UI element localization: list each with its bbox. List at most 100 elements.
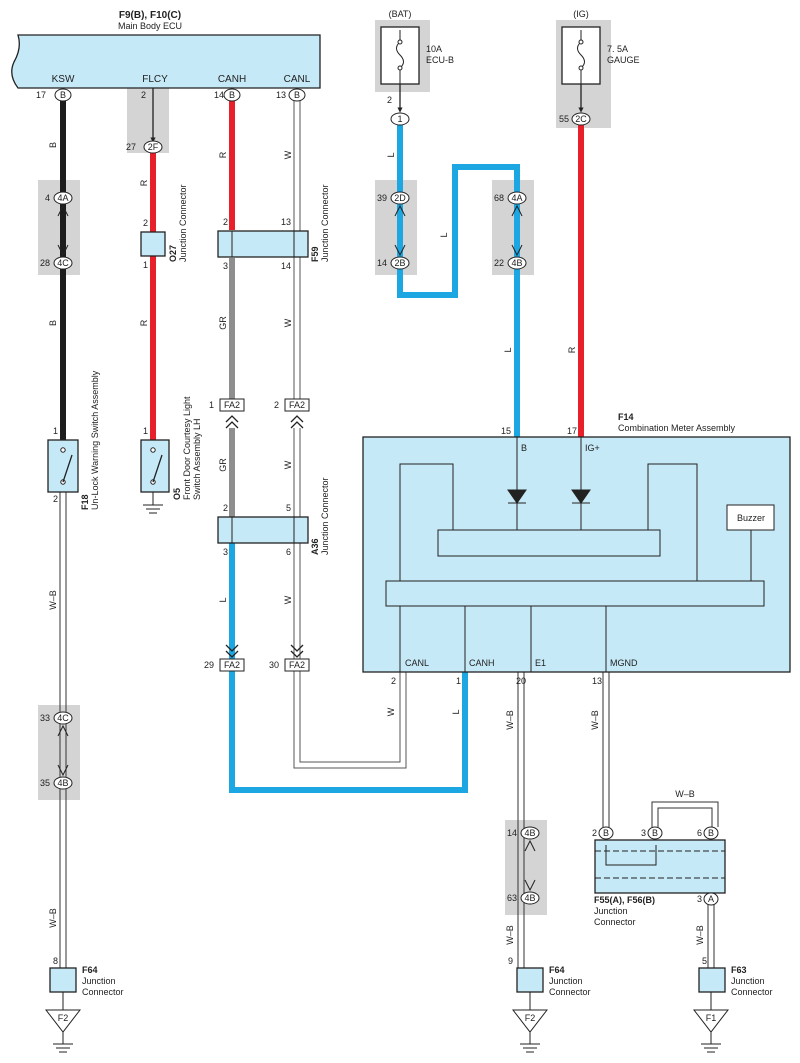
svg-text:4B: 4B	[511, 258, 522, 268]
svg-text:28: 28	[40, 258, 50, 268]
svg-text:W: W	[283, 318, 293, 327]
svg-text:17: 17	[36, 90, 46, 100]
ecu-name: Main Body ECU	[118, 21, 182, 31]
svg-text:2: 2	[391, 676, 396, 686]
svg-text:W: W	[386, 707, 396, 716]
connector-wb-4c-4b: 4C 33 4B 35	[40, 711, 73, 790]
svg-text:B: B	[229, 90, 235, 100]
svg-text:13: 13	[276, 90, 286, 100]
svg-text:30: 30	[269, 660, 279, 670]
svg-text:15: 15	[501, 426, 511, 436]
svg-text:6: 6	[286, 547, 291, 557]
svg-text:L: L	[386, 152, 396, 157]
svg-text:68: 68	[494, 193, 504, 203]
svg-text:W–B: W–B	[675, 789, 695, 799]
svg-text:3: 3	[697, 894, 702, 904]
svg-text:R: R	[218, 151, 228, 158]
svg-text:2: 2	[141, 90, 146, 100]
svg-text:FA2: FA2	[289, 660, 305, 670]
svg-text:Junction: Junction	[731, 976, 765, 986]
connector-ksw-4a-4c: 4A 4 4C 28	[40, 191, 73, 270]
svg-text:4: 4	[45, 193, 50, 203]
svg-text:4B: 4B	[524, 893, 535, 903]
svg-text:W–B: W–B	[695, 925, 705, 945]
svg-text:B: B	[60, 90, 66, 100]
svg-text:2: 2	[223, 503, 228, 513]
svg-text:CANL: CANL	[405, 658, 429, 668]
svg-text:3: 3	[223, 547, 228, 557]
svg-text:10A: 10A	[426, 44, 442, 54]
svg-text:2: 2	[592, 828, 597, 838]
svg-text:55: 55	[559, 114, 569, 124]
svg-text:Front Door Courtesy Light: Front Door Courtesy Light	[182, 396, 192, 500]
svg-text:F2: F2	[525, 1013, 536, 1023]
junction-f59: 2 13 3 14 F59 Junction Connector	[217, 184, 330, 271]
svg-text:F18: F18	[80, 494, 90, 510]
svg-text:L: L	[218, 597, 228, 602]
svg-text:5: 5	[286, 503, 291, 513]
svg-text:W–B: W–B	[48, 908, 58, 928]
svg-text:CANH: CANH	[469, 658, 495, 668]
wire-bat-blue	[397, 125, 520, 437]
svg-text:A: A	[708, 894, 714, 904]
fuse-ecu-b: (BAT) 10A ECU-B 2 1	[380, 9, 454, 126]
svg-text:F55(A), F56(B): F55(A), F56(B)	[594, 895, 655, 905]
svg-text:GR: GR	[218, 316, 228, 330]
junction-a36: 2 5 3 6 A36 Junction Connector	[217, 477, 330, 557]
svg-text:2: 2	[387, 95, 392, 105]
svg-text:3: 3	[641, 828, 646, 838]
svg-text:F63: F63	[731, 965, 747, 975]
svg-text:B: B	[294, 90, 300, 100]
svg-text:F14: F14	[618, 412, 634, 422]
svg-text:Junction Connector: Junction Connector	[320, 477, 330, 555]
svg-text:B: B	[48, 142, 58, 148]
svg-text:2B: 2B	[394, 258, 405, 268]
svg-text:17: 17	[567, 426, 577, 436]
svg-text:FA2: FA2	[224, 400, 240, 410]
svg-text:Connector: Connector	[594, 917, 636, 927]
ecu-pin-label-canl: CANL	[284, 74, 311, 85]
svg-text:W–B: W–B	[505, 710, 515, 730]
svg-text:Connector: Connector	[82, 987, 124, 997]
svg-text:Junction: Junction	[82, 976, 116, 986]
ecu-pin-label-flcy: FLCY	[142, 74, 168, 85]
connector-l-4a-4b: 4A 68 4B 22	[494, 191, 527, 270]
svg-text:2: 2	[53, 494, 58, 504]
junction-f64-left: 8 F64 Junction Connector F2	[44, 956, 124, 1053]
svg-text:1: 1	[456, 676, 461, 686]
svg-text:4C: 4C	[57, 258, 69, 268]
junction-f64-mid: 9 F64 Junction Connector F2	[508, 956, 591, 1053]
svg-text:A36: A36	[310, 538, 320, 555]
inline-connectors: 4A 4 4C 28 2D 39 2B 14 4A 68 4B 22	[40, 191, 540, 905]
wire-labels: B B W–B W–B R R R GR GR L W W W W L L L …	[48, 142, 705, 945]
svg-text:1: 1	[53, 426, 58, 436]
svg-text:8: 8	[53, 956, 58, 966]
svg-text:1: 1	[397, 114, 402, 124]
svg-text:14: 14	[507, 828, 517, 838]
svg-text:B: B	[48, 320, 58, 326]
fuse-gauge: (IG) 7. 5A GAUGE 55 2C	[559, 9, 640, 126]
svg-text:Junction Connector: Junction Connector	[178, 184, 188, 262]
wires	[59, 100, 719, 968]
ecu-code: F9(B), F10(C)	[119, 10, 181, 21]
svg-text:B: B	[652, 828, 658, 838]
switch-o5: 1 O5 Front Door Courtesy Light Switch As…	[140, 396, 202, 514]
svg-text:Junction: Junction	[549, 976, 583, 986]
svg-text:W–B: W–B	[48, 590, 58, 610]
svg-text:4B: 4B	[524, 828, 535, 838]
junction-f55-f56: B 2 B 3 B 6 A 3 F55(A), F56(B) Junction …	[592, 826, 726, 927]
svg-text:Un-Lock Warning Switch Assembl: Un-Lock Warning Switch Assembly	[90, 370, 100, 510]
svg-text:O27: O27	[168, 245, 178, 262]
svg-text:6: 6	[697, 828, 702, 838]
svg-text:F64: F64	[82, 965, 98, 975]
svg-text:FA2: FA2	[289, 400, 305, 410]
svg-text:Combination Meter Assembly: Combination Meter Assembly	[618, 423, 736, 433]
svg-text:O5: O5	[172, 488, 182, 500]
svg-text:L: L	[503, 347, 513, 352]
svg-text:20: 20	[516, 676, 526, 686]
connectors-fa2: FA2 1 FA2 2 FA2 29 FA2 30	[204, 398, 310, 672]
svg-text:F2: F2	[58, 1013, 69, 1023]
svg-text:2D: 2D	[394, 193, 406, 203]
svg-text:13: 13	[592, 676, 602, 686]
